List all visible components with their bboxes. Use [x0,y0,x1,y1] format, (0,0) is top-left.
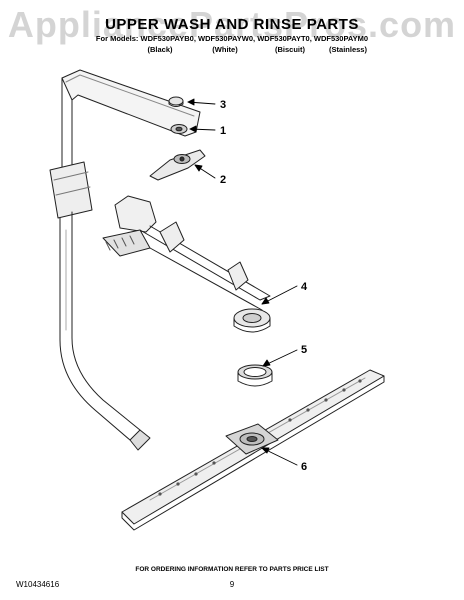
page-title: UPPER WASH AND RINSE PARTS [105,16,359,33]
ordering-footer: FOR ORDERING INFORMATION REFER TO PARTS … [135,566,329,573]
callout-1: 1 [220,125,226,137]
leader-lines [187,98,298,466]
callout-2: 2 [220,174,226,186]
supply-tube [49,69,201,451]
part-2-manifold [149,149,206,181]
callout-5: 5 [301,344,307,356]
part-3-cap [168,96,184,107]
variant-biscuit: (Biscuit) [275,45,305,54]
variant-black: (Black) [147,45,173,54]
page-number: 9 [229,580,235,589]
document-number: W10434616 [16,580,60,589]
callout-6: 6 [301,461,307,473]
callout-3: 3 [220,99,226,111]
callout-4: 4 [301,281,308,293]
models-line: For Models: WDF530PAYB0, WDF530PAYW0, WD… [95,34,369,43]
variant-white: (White) [212,45,238,54]
part-1-nut [170,124,188,134]
variant-stainless: (Stainless) [329,45,367,54]
part-5-seal-ring [237,364,273,387]
part-6-spray-arm [121,369,385,531]
watermark: AppliancePartsPros.com [7,4,457,45]
part-4-conduit [102,195,271,333]
